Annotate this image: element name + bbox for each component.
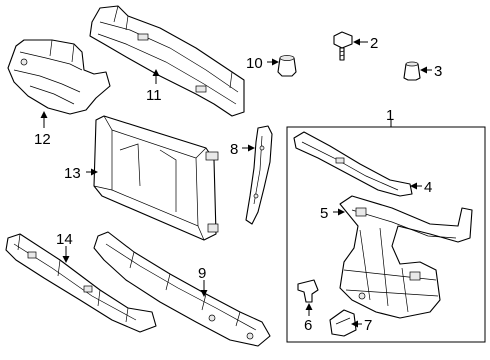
part-11-upper-deflector bbox=[89, 5, 245, 117]
callout-14-label: 14 bbox=[56, 231, 73, 248]
callout-9: 9 bbox=[198, 265, 208, 297]
part-2-bolt bbox=[333, 31, 353, 61]
callout-2: 2 bbox=[353, 35, 378, 52]
callout-3-label: 3 bbox=[434, 63, 442, 80]
callout-6: 6 bbox=[304, 303, 313, 334]
callout-8-label: 8 bbox=[230, 141, 238, 158]
callout-4-label: 4 bbox=[424, 179, 432, 196]
callout-11: 11 bbox=[146, 69, 162, 104]
callout-12: 12 bbox=[34, 111, 51, 148]
callout-9-label: 9 bbox=[198, 265, 206, 282]
callout-13-label: 13 bbox=[64, 165, 81, 182]
part-9-lower-bar bbox=[93, 231, 271, 347]
part-13-duct-frame bbox=[93, 115, 219, 241]
callout-13: 13 bbox=[64, 165, 98, 182]
callout-4: 4 bbox=[410, 179, 432, 196]
assembly-box-1 bbox=[286, 126, 486, 343]
callout-8: 8 bbox=[230, 141, 255, 158]
callout-10: 10 bbox=[246, 55, 279, 72]
callout-6-label: 6 bbox=[304, 317, 312, 334]
callout-1: 1 bbox=[386, 107, 394, 127]
part-14-lower-support bbox=[5, 233, 157, 333]
callout-1-label: 1 bbox=[386, 107, 394, 124]
callout-5-label: 5 bbox=[320, 205, 328, 222]
callout-12-label: 12 bbox=[34, 131, 51, 148]
callout-3: 3 bbox=[420, 63, 442, 80]
part-7-lower-bracket bbox=[329, 309, 357, 337]
callout-10-label: 10 bbox=[246, 55, 263, 72]
part-6-clip-bracket bbox=[297, 279, 319, 303]
part-12-side-air-guide bbox=[7, 39, 111, 115]
callout-5: 5 bbox=[320, 205, 345, 222]
callout-11-label: 11 bbox=[146, 87, 162, 104]
part-4-upper-tie-bar bbox=[293, 131, 413, 197]
part-5-support-frame bbox=[339, 195, 473, 319]
callout-7-label: 7 bbox=[364, 317, 372, 334]
part-8-side-bracket bbox=[245, 125, 273, 225]
callout-7: 7 bbox=[351, 317, 372, 334]
part-10-stopper bbox=[277, 55, 297, 77]
callout-2-label: 2 bbox=[370, 35, 378, 52]
part-3-cap bbox=[403, 61, 421, 81]
callout-14: 14 bbox=[56, 231, 73, 263]
